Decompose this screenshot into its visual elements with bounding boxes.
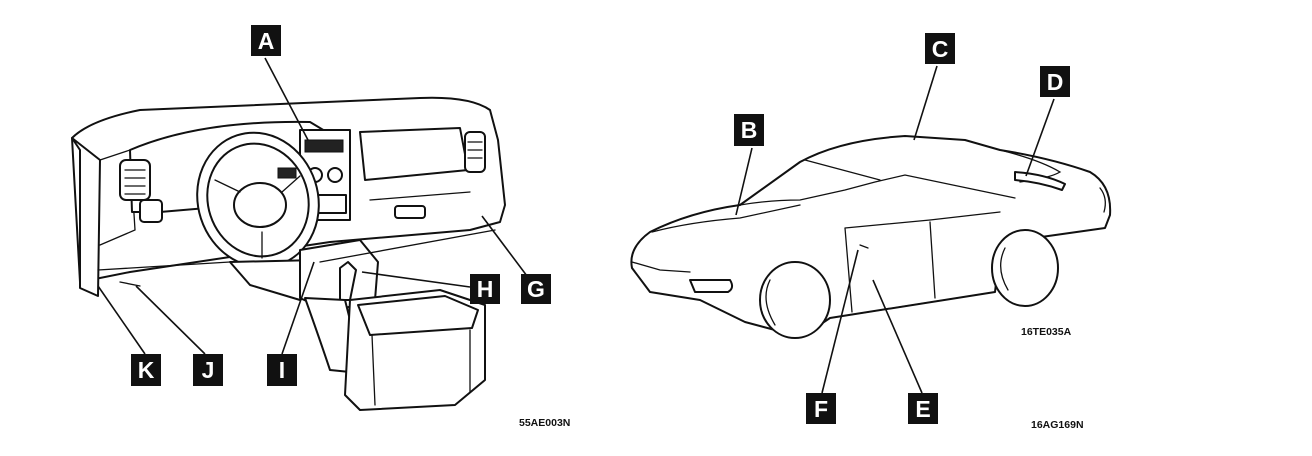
svg-text:A: A [258, 28, 275, 54]
callout-J: J [193, 354, 223, 386]
callout-H: H [470, 274, 500, 304]
svg-text:J: J [202, 357, 215, 383]
callout-B: B [734, 114, 764, 146]
callout-F: F [806, 393, 836, 424]
svg-text:E: E [915, 396, 930, 422]
svg-text:B: B [741, 117, 758, 143]
svg-text:H: H [477, 276, 494, 302]
svg-text:K: K [138, 357, 155, 383]
callout-I: I [267, 354, 297, 386]
svg-text:C: C [932, 36, 949, 62]
svg-text:F: F [814, 396, 828, 422]
callout-K: K [131, 354, 161, 386]
callout-G: G [521, 274, 551, 304]
callout-C: C [925, 33, 955, 64]
callout-E: E [908, 393, 938, 424]
interior-figure-code: 55AE003N [519, 417, 570, 429]
callout-D: D [1040, 66, 1070, 97]
dashboard-illustration [71, 96, 506, 411]
car-illustration [630, 135, 1112, 339]
callout-A: A [251, 25, 281, 56]
interior-leader-lines [97, 57, 528, 355]
exterior-inner-code: 16TE035A [1021, 326, 1072, 338]
svg-text:G: G [527, 276, 545, 302]
svg-text:I: I [279, 357, 285, 383]
exterior-figure-code: 16AG169N [1031, 419, 1084, 431]
exterior-leader-lines [735, 65, 1055, 394]
svg-text:D: D [1047, 69, 1064, 95]
